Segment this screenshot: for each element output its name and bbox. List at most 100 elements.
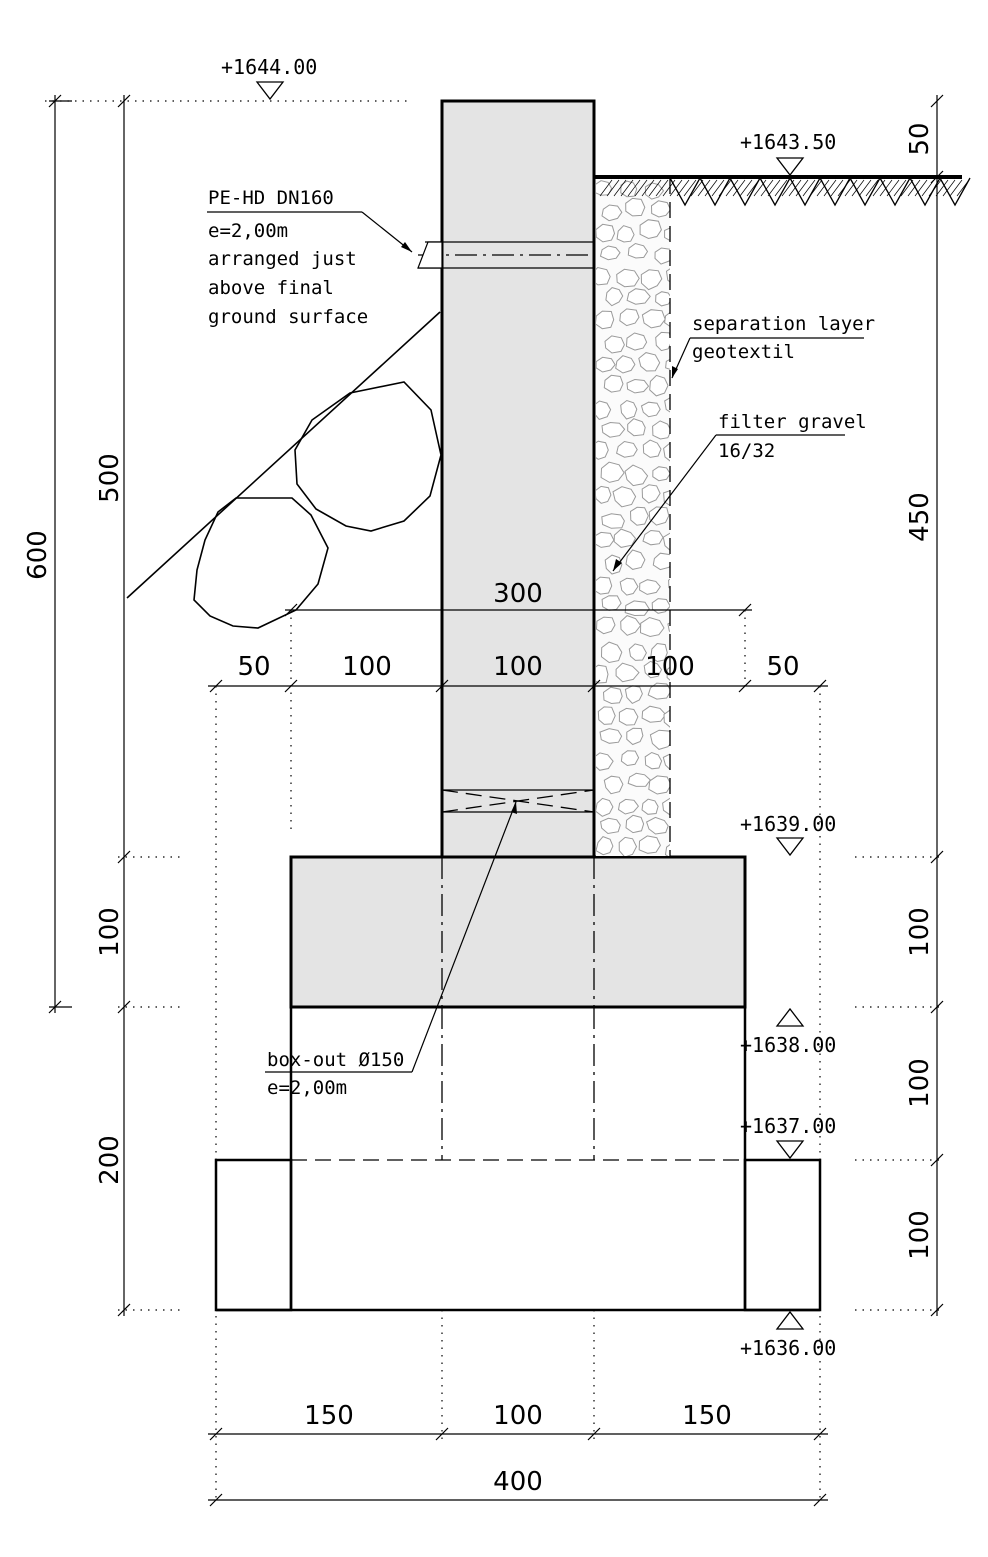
gravel-stone xyxy=(596,664,609,684)
gravel-stone xyxy=(617,798,640,815)
dim-text-600: 600 xyxy=(23,530,53,580)
ground-hatch-stroke xyxy=(662,179,676,197)
ground-hatch-stroke xyxy=(641,179,655,197)
svg-text:16/32: 16/32 xyxy=(718,440,775,462)
ground-hatch-stroke xyxy=(914,179,928,197)
gravel-stone xyxy=(662,532,670,551)
gravel-stone xyxy=(596,836,614,856)
gravel-stone xyxy=(665,358,670,370)
gravel-stone xyxy=(596,797,614,817)
ground-hatch-stroke xyxy=(676,179,690,197)
gravel-stone xyxy=(648,775,670,795)
ground-hatch-stroke xyxy=(760,179,774,197)
box-out xyxy=(441,789,595,813)
gravel-stone xyxy=(628,643,647,661)
gravel-stone xyxy=(649,729,670,750)
gravel-stone xyxy=(596,180,613,196)
gravel-stone xyxy=(639,579,661,595)
gravel-stone xyxy=(601,204,623,222)
gravel-stone xyxy=(624,600,650,617)
ground-hatch-stroke xyxy=(809,179,823,197)
level-marker-top xyxy=(255,81,285,101)
gravel-stone xyxy=(663,709,670,728)
gravel-stone xyxy=(649,374,669,397)
gravel-stone xyxy=(629,506,649,526)
gravel-stone xyxy=(662,753,670,771)
ground-hatch-stroke xyxy=(739,179,753,197)
gravel-stone xyxy=(668,578,670,590)
ground-hatch-stroke xyxy=(858,179,872,197)
gravel-stone xyxy=(625,332,648,351)
ground-zigzag xyxy=(669,176,971,207)
svg-text:ground surface: ground surface xyxy=(208,306,368,328)
gravel-stone xyxy=(625,814,645,834)
gravel-stone xyxy=(638,835,661,854)
gravel-stone xyxy=(619,308,640,327)
gravel-stone xyxy=(645,816,669,835)
dim-text-right-100a: 100 xyxy=(905,907,935,957)
gravel-stone xyxy=(596,531,615,548)
gravel-stone xyxy=(603,775,624,795)
level-marker-1636 xyxy=(775,1310,805,1330)
ground-hatch-stroke xyxy=(753,179,767,197)
gravel-stone xyxy=(652,552,670,571)
gravel-stone xyxy=(655,331,670,352)
note-pipe: PE-HD DN160 e=2,00m arranged just above … xyxy=(207,187,413,328)
ground-hatch-stroke xyxy=(830,179,844,197)
gravel-stone xyxy=(662,797,670,816)
gravel-stone xyxy=(596,576,613,595)
gravel-stone xyxy=(641,705,667,723)
gravel-stone xyxy=(625,549,646,570)
gravel-stone xyxy=(615,355,636,374)
gravel-stone xyxy=(620,615,642,636)
gravel-stone xyxy=(648,506,670,526)
gravel-stone xyxy=(596,400,612,420)
gravel-stone xyxy=(644,751,663,770)
svg-text:e=2,00m: e=2,00m xyxy=(208,220,288,242)
gravel-stone xyxy=(596,485,612,504)
dim-text-200: 200 xyxy=(95,1135,125,1185)
ground-hatch-stroke xyxy=(795,179,809,197)
gravel-stone xyxy=(613,528,637,548)
dim-left-inner xyxy=(117,94,131,1317)
base-slab xyxy=(289,855,747,1009)
ground-hatch-stroke xyxy=(683,179,697,197)
gravel-stone xyxy=(596,616,616,635)
ground-hatch-stroke xyxy=(907,179,921,197)
ground-hatch-stroke xyxy=(767,179,781,197)
gravel-stone xyxy=(600,817,621,835)
gravel-stone xyxy=(625,197,646,217)
gravel-stone xyxy=(620,750,640,767)
ground-hatch-stroke xyxy=(879,179,893,197)
level-marker-ground xyxy=(775,157,805,177)
gravel-stone xyxy=(652,420,670,440)
gravel-stone xyxy=(641,484,661,504)
ground-hatch-stroke xyxy=(746,179,760,197)
ground-hatch-stroke xyxy=(627,179,641,197)
gravel-stone xyxy=(600,461,625,483)
ground-hatch-stroke xyxy=(725,179,739,197)
ground-hatch-stroke xyxy=(634,179,648,197)
note-boxout: box-out Ø150 e=2,00m xyxy=(265,801,517,1099)
gravel-stone xyxy=(663,442,670,462)
level-marker-1637 xyxy=(775,1140,805,1160)
gravel-stone xyxy=(596,310,615,330)
level-bottom-base: +1638.00 xyxy=(740,1033,836,1057)
level-bottom: +1636.00 xyxy=(740,1336,836,1360)
level-step: +1637.00 xyxy=(740,1114,836,1138)
svg-text:box-out Ø150: box-out Ø150 xyxy=(267,1049,404,1071)
ground-hatch-stroke xyxy=(851,179,865,197)
ground-hatch-stroke xyxy=(837,179,851,197)
level-top-wall: +1644.00 xyxy=(221,55,317,79)
gravel-stone xyxy=(605,287,624,307)
gravel-stone xyxy=(643,660,663,679)
gravel-stone xyxy=(600,641,623,664)
ground-hatch-stroke xyxy=(774,179,788,197)
filter-gravel-layer xyxy=(596,178,670,856)
gravel-stone xyxy=(618,707,639,726)
gravel-stone xyxy=(654,247,670,265)
gravel-stone xyxy=(647,682,670,700)
gravel-stone xyxy=(627,772,651,787)
gravel-stone xyxy=(666,666,670,681)
